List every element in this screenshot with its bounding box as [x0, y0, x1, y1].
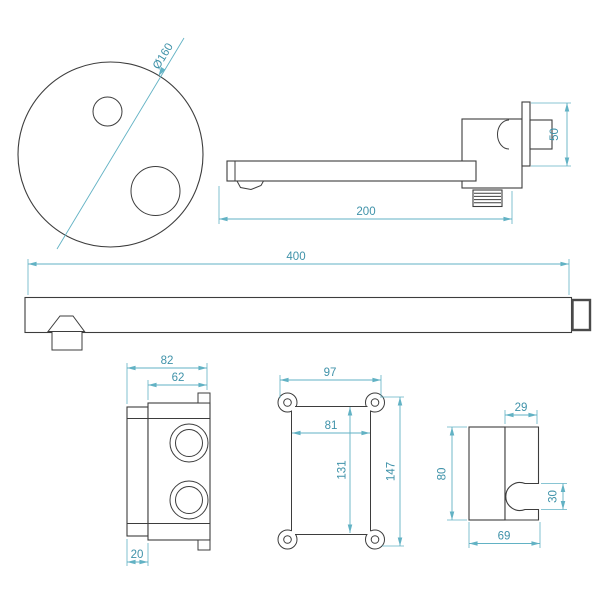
dimension-holder-depth-69: 69	[468, 522, 541, 548]
view-faceplate-front: Ø160	[17, 37, 204, 250]
holder-wall-plate	[468, 426, 506, 521]
valve-bottom-tab	[197, 539, 211, 551]
arm-connector-block	[51, 331, 83, 351]
dimension-plate-inner-width-81: 81	[292, 420, 370, 436]
shower-arm-thread-cap	[571, 298, 592, 332]
dimension-escutcheon-height-50: 50	[531, 102, 571, 167]
valve-knob-upper-outer	[169, 423, 209, 463]
valve-wall-flange	[126, 406, 149, 537]
plate-lobe-top-right	[365, 392, 385, 413]
plate-inner-width-label: 81	[325, 420, 338, 432]
dimension-spout-projection-200: 200	[218, 186, 513, 224]
spout-wall-stub	[529, 119, 553, 150]
valve-body	[147, 402, 211, 541]
view-spout-side: 200 50	[218, 101, 571, 224]
holder-depth-label: 69	[498, 531, 511, 543]
holder-height-label: 80	[437, 468, 449, 481]
valve-flange-depth-label: 20	[131, 549, 144, 561]
dimension-line	[56, 37, 185, 250]
dimension-plate-inner-height-131: 131	[337, 407, 353, 533]
plate-screw-hole-top-right	[370, 398, 380, 407]
faceplate-large-knob	[130, 166, 181, 216]
spout-outlet-nozzle	[236, 180, 265, 191]
view-handset-holder: 29 80 30 69	[437, 402, 567, 548]
dimension-arm-length-400: 400	[27, 251, 570, 295]
plate-width-label: 97	[324, 367, 337, 379]
valve-body-width-label: 62	[172, 372, 185, 384]
spout-body	[461, 118, 523, 189]
plate-screw-hole-bottom-right	[370, 535, 380, 544]
plate-face	[291, 406, 371, 535]
spout-body-arc	[497, 119, 510, 150]
shower-arm-bar	[24, 296, 573, 334]
plate-lobe-top-left	[277, 392, 298, 413]
faceplate-diameter-label: Ø160	[151, 41, 176, 71]
arm-length-label: 400	[286, 251, 305, 263]
valve-knob-lower-inner	[175, 486, 203, 514]
valve-knob-upper-inner	[175, 429, 203, 457]
faceplate-small-button	[92, 96, 123, 127]
spout-threaded-connector	[472, 189, 503, 208]
spout-arm	[226, 160, 477, 182]
valve-top-tab	[197, 392, 211, 404]
faceplate-outline	[17, 61, 204, 248]
plate-lobe-bottom-right	[365, 529, 385, 550]
plate-screw-hole-top-left	[283, 398, 292, 407]
dimension-valve-width-82: 82	[126, 355, 208, 404]
view-mixer-valve-side: 82 62 20	[126, 355, 211, 566]
dimension-holder-slot-height-30: 30	[541, 483, 567, 510]
valve-knob-lower-outer	[169, 480, 209, 520]
spout-projection-label: 200	[356, 206, 375, 218]
plate-height-label: 147	[386, 462, 398, 481]
dimension-plate-height-147: 147	[382, 396, 404, 547]
dimension-diameter-160: Ø160	[56, 37, 185, 250]
holder-slot-height-label: 30	[548, 490, 560, 503]
escutcheon-height-label: 50	[549, 128, 561, 141]
plate-lobe-bottom-left	[277, 529, 298, 550]
holder-hook-depth-label: 29	[515, 402, 528, 414]
dimension-plate-width-97: 97	[279, 367, 382, 398]
dimension-holder-hook-depth-29: 29	[504, 402, 538, 424]
view-mounting-plate: 97 81 131 147	[277, 367, 404, 550]
dimension-holder-height-80: 80	[437, 426, 467, 521]
plate-screw-hole-bottom-left	[283, 535, 292, 544]
dimension-valve-flange-depth-20: 20	[126, 539, 149, 566]
dimension-arrow	[158, 66, 166, 76]
spout-wall-escutcheon	[521, 101, 531, 167]
view-shower-arm: 400	[24, 251, 592, 351]
plate-inner-height-label: 131	[337, 460, 349, 479]
holder-hook-body	[504, 426, 540, 521]
dimension-valve-body-width-62: 62	[147, 372, 207, 400]
valve-width-label: 82	[161, 355, 174, 367]
